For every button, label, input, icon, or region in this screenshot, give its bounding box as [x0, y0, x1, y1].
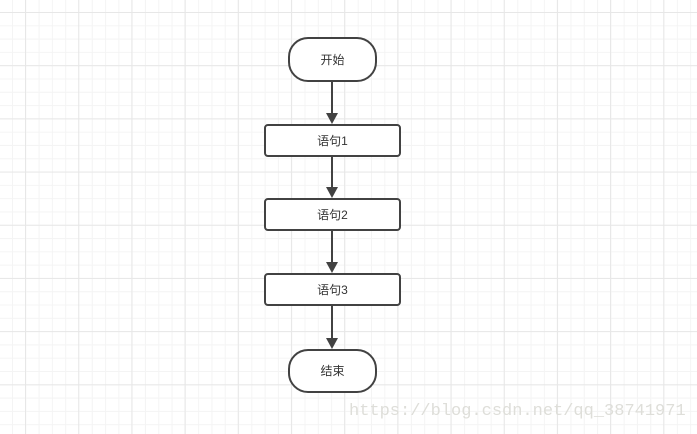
arrowhead-down-icon — [326, 338, 338, 349]
flow-arrow — [326, 306, 338, 349]
node-label: 语句2 — [317, 207, 348, 222]
flowchart-node-statement1: 语句1 — [264, 124, 401, 157]
node-label: 语句3 — [317, 282, 348, 297]
arrow-shaft — [331, 231, 333, 263]
arrow-shaft — [331, 157, 333, 188]
flow-arrow — [326, 157, 338, 198]
flowchart-node-statement2: 语句2 — [264, 198, 401, 231]
arrow-shaft — [331, 82, 333, 114]
node-label: 开始 — [320, 52, 345, 67]
watermark-text: https://blog.csdn.net/qq_38741971 — [349, 402, 686, 421]
flow-arrow — [326, 231, 338, 273]
arrowhead-down-icon — [326, 187, 338, 198]
node-label: 结束 — [320, 364, 345, 378]
flowchart-node-start: 开始 — [288, 37, 377, 82]
flowchart-node-statement3: 语句3 — [264, 273, 401, 306]
arrowhead-down-icon — [326, 113, 338, 124]
flowchart-node-end: 结束 — [288, 349, 377, 393]
arrow-shaft — [331, 306, 333, 339]
flow-arrow — [326, 82, 338, 124]
arrowhead-down-icon — [326, 262, 338, 273]
node-label: 语句1 — [317, 133, 348, 148]
